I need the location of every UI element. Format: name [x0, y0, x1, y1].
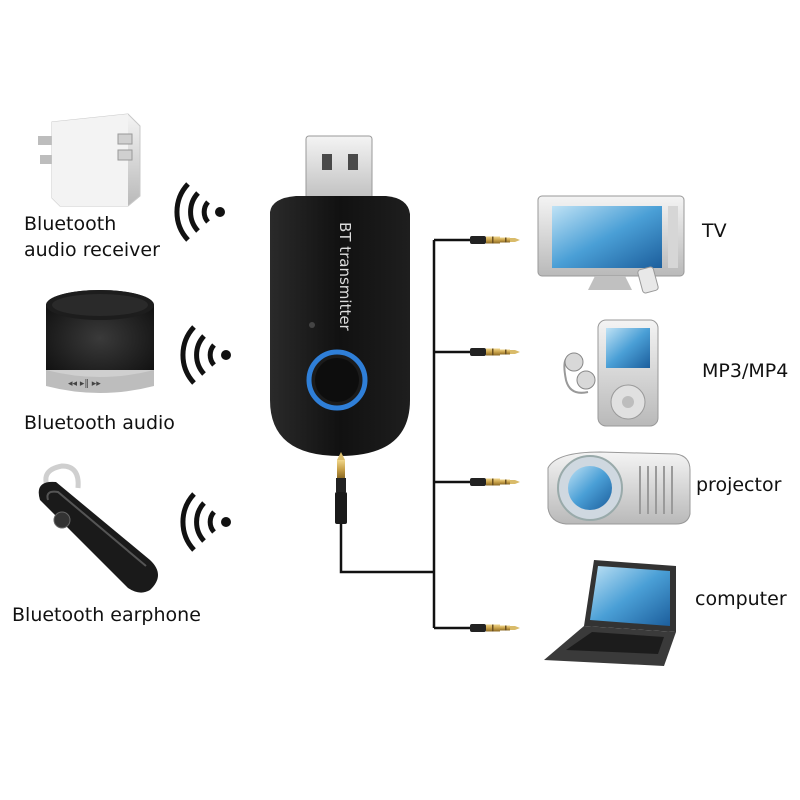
- audio-jack-1: [470, 236, 520, 244]
- receiver-label: Bluetooth audio receiver: [24, 211, 160, 263]
- media-player-icon: [563, 319, 659, 427]
- speaker-label-line1: Bluetooth audio: [24, 412, 175, 434]
- power-adapter-icon: [38, 113, 141, 207]
- earphone-label: Bluetooth earphone: [12, 602, 201, 628]
- receiver-label-line2: audio receiver: [24, 239, 160, 261]
- bluetooth-signal-icon-1: [177, 184, 225, 240]
- mp3-label: MP3/MP4: [702, 360, 789, 382]
- bluetooth-signal-icon-3: [183, 494, 231, 550]
- bluetooth-signal-icon-2: [183, 327, 231, 383]
- computer-label: computer: [695, 588, 787, 610]
- speaker-label: Bluetooth audio: [24, 410, 175, 436]
- audio-jack-4: [470, 624, 520, 632]
- speaker-icon: ◂◂ ▸‖ ▸▸: [46, 290, 154, 393]
- headset-icon: [38, 463, 158, 593]
- audio-jack-2: [470, 348, 520, 356]
- receiver-label-line1: Bluetooth: [24, 213, 117, 235]
- svg-text:◂◂ ▸‖ ▸▸: ◂◂ ▸‖ ▸▸: [68, 379, 101, 389]
- laptop-icon: [544, 560, 676, 666]
- projector-icon: [547, 451, 691, 525]
- audio-cable: [335, 238, 470, 630]
- transmitter-text: BT transmitter: [336, 222, 354, 332]
- tv-label: TV: [702, 220, 727, 242]
- tv-icon: [537, 195, 685, 294]
- audio-jack-3: [470, 478, 520, 486]
- usb-dongle-icon: BT transmitter: [270, 135, 410, 456]
- projector-label: projector: [696, 474, 782, 496]
- earphone-label-line1: Bluetooth earphone: [12, 604, 201, 626]
